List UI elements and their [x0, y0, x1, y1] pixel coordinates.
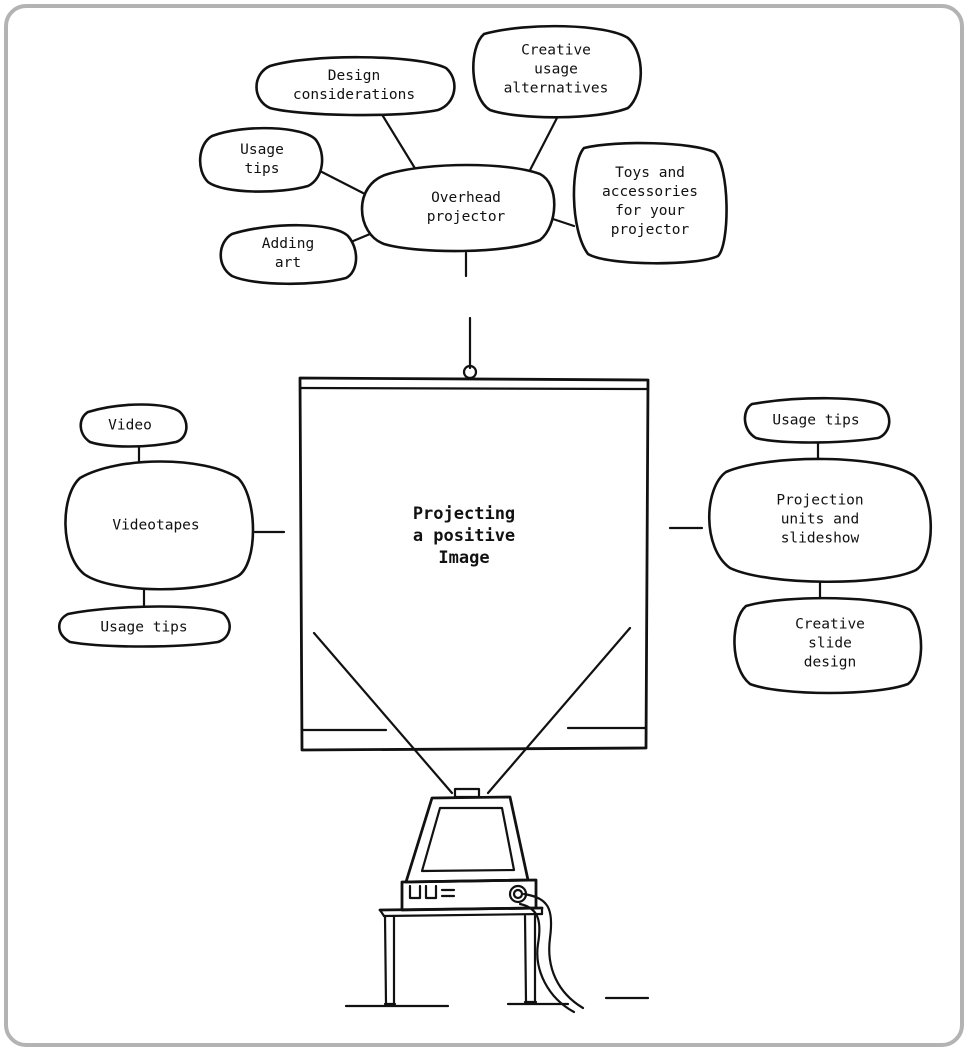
- connector-design: [376, 106, 418, 172]
- node-shape-adding-art: [219, 223, 358, 286]
- left-usage-tips-label: Usage tips: [100, 619, 188, 636]
- node-shape-toys: [572, 141, 728, 265]
- overhead-projector-drawing: [344, 787, 650, 1014]
- node-shape-design: [255, 55, 456, 117]
- connector-creative-usage: [526, 114, 560, 176]
- videotapes-label: Videotapes: [112, 517, 200, 534]
- creative-usage-label: Creative usage alternatives: [503, 42, 609, 97]
- creative-slide-label: Creative slide design: [795, 616, 865, 671]
- adding-art-label: Adding art: [261, 236, 315, 271]
- node-shape-right-usage-tips: [743, 396, 891, 444]
- node-shape-creative-usage: [472, 24, 643, 119]
- design-considerations-label: Design considerations: [292, 68, 416, 103]
- node-shape-overhead-projector: [360, 163, 556, 253]
- projection-screen: [298, 364, 650, 795]
- usage-tips-label: Usage tips: [240, 142, 284, 177]
- right-usage-tips-label: Usage tips: [772, 412, 860, 429]
- node-shape-projection-units: [707, 457, 932, 584]
- center-topic-label: Projecting a positive Image: [412, 504, 516, 568]
- overhead-projector-label: Overhead projector: [426, 190, 506, 225]
- node-shape-videotapes: [64, 460, 255, 591]
- node-shape-creative-slide: [733, 596, 923, 695]
- node-shape-left-usage-tips: [57, 605, 231, 648]
- node-shape-usage-tips: [198, 126, 324, 193]
- toys-accessories-label: Toys and accessories for your projector: [601, 165, 699, 238]
- video-label: Video: [108, 417, 152, 434]
- mind-map-drawing: [57, 24, 932, 1014]
- diagram-frame: Projecting a positive Image Overhead pro…: [4, 4, 964, 1047]
- node-shape-video: [79, 403, 188, 448]
- connector-toys: [548, 216, 576, 228]
- connector-usage-tips: [316, 168, 365, 195]
- projection-units-label: Projection units and slideshow: [776, 492, 864, 547]
